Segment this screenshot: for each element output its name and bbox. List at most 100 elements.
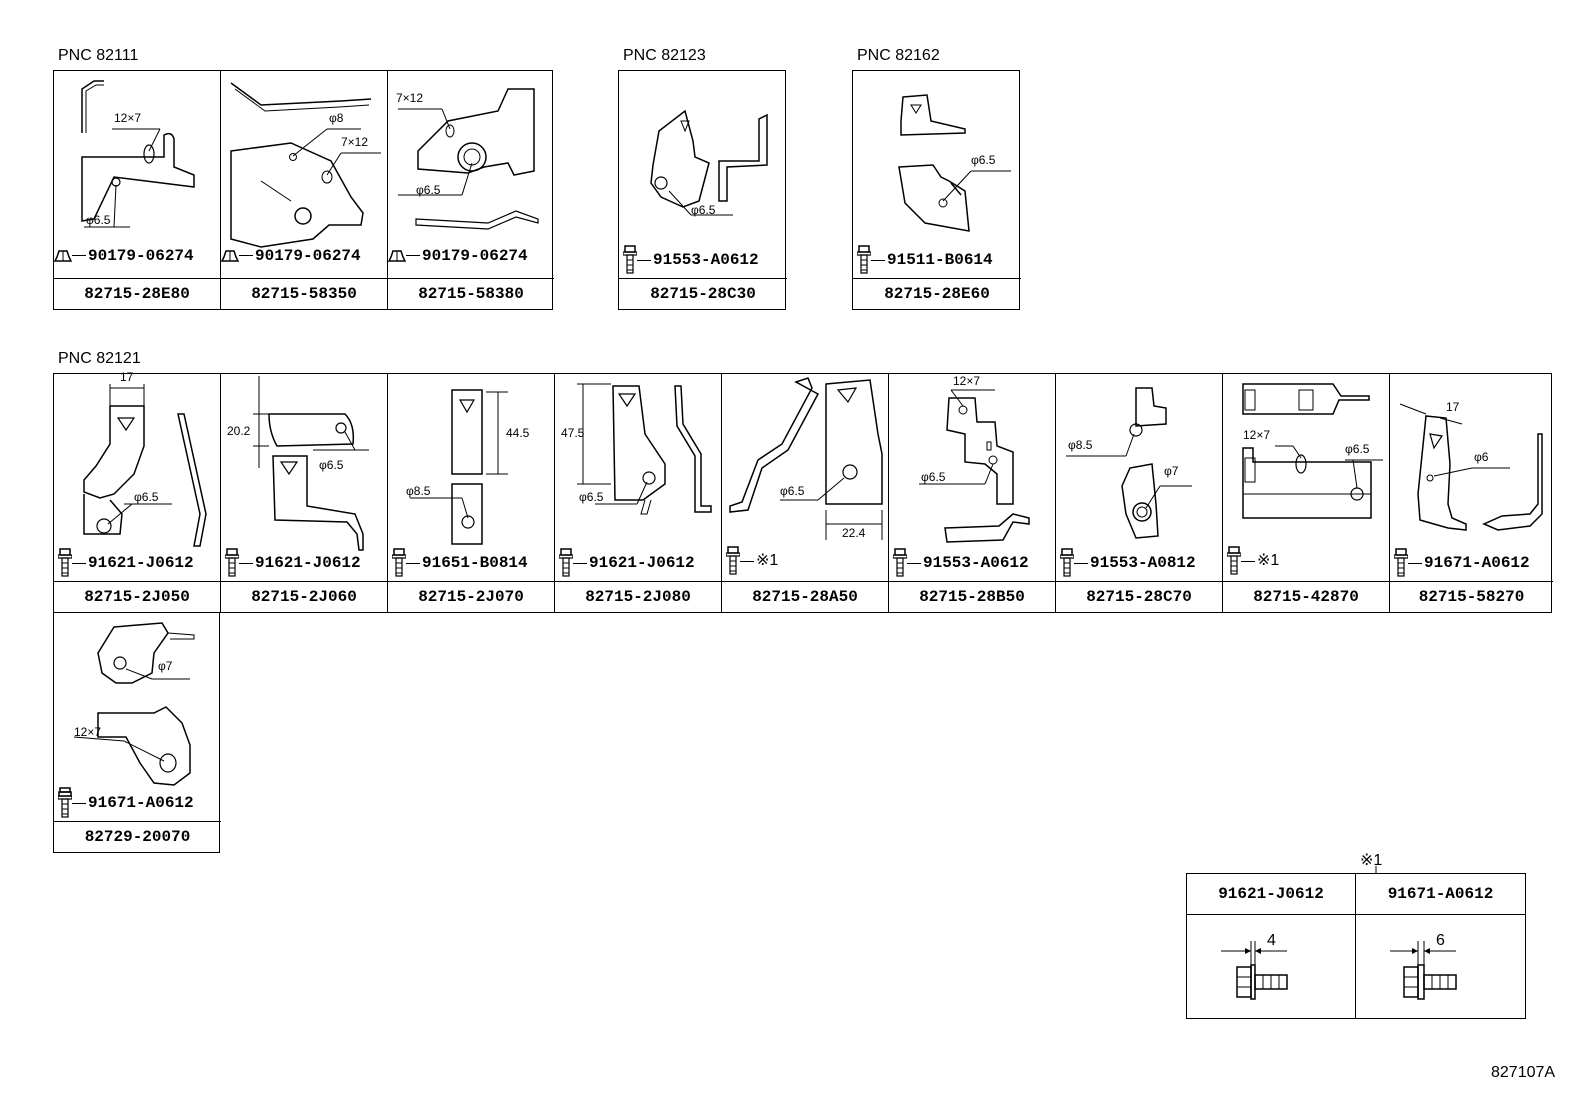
part-number[interactable]: 82715-28C30 (619, 278, 787, 309)
fastener-label[interactable]: 90179-06274 (221, 247, 387, 265)
leader-line (406, 255, 420, 257)
dim-label: φ6.5 (1345, 442, 1370, 456)
dim-label: φ8.5 (406, 484, 431, 498)
group-82123: φ6.5 91553-A0612 82715-28C30 (618, 70, 787, 310)
part-number[interactable]: 82715-28B50 (889, 581, 1055, 612)
part-number[interactable]: 82715-28A50 (722, 581, 888, 612)
part-number[interactable]: 82715-2J070 (388, 581, 554, 612)
bracket-drawing (650, 109, 768, 216)
legend-dim-text: 6 (1436, 932, 1445, 949)
fastener-number: ※1 (1257, 552, 1280, 570)
dim-label: φ6.5 (971, 153, 996, 167)
bracket-drawing (1399, 403, 1543, 531)
part-cell[interactable]: 20.2 φ6.5 91621-J0612 82715-2J060 (221, 374, 388, 612)
flange-bolt-icon (58, 548, 72, 577)
part-number[interactable]: 82715-2J080 (555, 581, 721, 612)
part-cell[interactable]: φ8.5 φ7 91553-A0812 82715-28C70 (1056, 374, 1223, 612)
fastener-label[interactable]: ※1 (726, 546, 888, 576)
leader-line (573, 562, 587, 564)
leader-line (637, 259, 651, 261)
group-82121-row2: φ7 12×7 91671-A0612 82729-20070 (53, 613, 221, 853)
fastener-number: 91621-J0612 (88, 554, 194, 573)
fastener-label[interactable]: 91621-J0612 (225, 548, 387, 578)
part-cell[interactable]: φ8 7×12 90179-06274 82715-58350 (221, 71, 388, 309)
part-cell[interactable]: 7×12 φ6.5 90179-06274 82715-58380 (388, 71, 554, 309)
part-number[interactable]: 82715-58350 (221, 278, 387, 309)
hex-flange-bolt-icon: 4 (1221, 932, 1288, 1000)
part-number[interactable]: 82715-2J060 (221, 581, 387, 612)
leader-line (871, 259, 885, 261)
fastener-label[interactable]: 91553-A0612 (623, 245, 787, 275)
fastener-label[interactable]: 91511-B0614 (857, 245, 1021, 275)
flange-bolt-icon (623, 245, 637, 274)
legend-part-number: 91671-A0612 (1356, 874, 1525, 915)
flange-bolt-icon (225, 548, 239, 577)
flange-bolt-icon (893, 548, 907, 577)
fastener-number: 90179-06274 (88, 247, 194, 265)
part-number[interactable]: 82715-2J050 (54, 581, 220, 612)
fastener-label[interactable]: 91671-A0612 (1394, 548, 1553, 578)
part-cell[interactable]: 17 φ6.5 91621-J0612 82715-2J050 (54, 370, 221, 612)
dim-label: φ6.5 (134, 490, 159, 504)
fastener-label[interactable]: 91671-A0612 (58, 787, 221, 819)
fastener-number: 91553-A0612 (653, 251, 759, 270)
fastener-number: 91553-A0812 (1090, 554, 1196, 573)
bracket-drawing (253, 376, 369, 551)
part-cell[interactable]: 12×7 φ6.5 ※1 82715-42870 (1223, 374, 1390, 612)
dim-label: 7×12 (396, 91, 424, 105)
dim-label: φ8 (329, 111, 344, 125)
part-number[interactable]: 82715-58380 (388, 278, 554, 309)
fastener-number: ※1 (756, 552, 779, 570)
flange-nut-icon (54, 250, 72, 262)
bracket-drawing (1066, 387, 1192, 539)
part-number[interactable]: 82729-20070 (54, 821, 221, 852)
part-number[interactable]: 82715-28E60 (853, 278, 1021, 309)
group-82111: 12×7 φ6.5 90179-06274 82715-28E80 φ8 7×1… (53, 70, 554, 310)
leader-line (406, 562, 420, 564)
leader-line (239, 255, 253, 257)
part-cell[interactable]: 12×7 φ6.5 91553-A0612 82715-28B50 (889, 374, 1056, 612)
fastener-label[interactable]: 91553-A0612 (893, 548, 1055, 578)
part-cell[interactable]: 47.5 φ6.5 91621-J0612 82715-2J080 (555, 374, 722, 612)
part-cell[interactable]: φ7 12×7 91671-A0612 82729-20070 (54, 613, 221, 852)
dim-label: 17 (1446, 400, 1460, 414)
part-cell[interactable]: 12×7 φ6.5 90179-06274 82715-28E80 (54, 71, 221, 309)
fastener-label[interactable]: 90179-06274 (388, 247, 554, 265)
legend-column[interactable]: 91671-A0612 6 (1356, 874, 1525, 1018)
bracket-drawing (1242, 383, 1383, 519)
dim-label: φ6.5 (921, 470, 946, 484)
legend-part-number: 91621-J0612 (1187, 874, 1355, 915)
fastener-label[interactable]: 91621-J0612 (559, 548, 721, 578)
pnc-label-82162: PNC 82162 (857, 47, 940, 64)
fastener-label[interactable]: 91553-A0812 (1060, 548, 1222, 578)
hex-bolt-washer-icon (58, 787, 72, 818)
fastener-number: 91671-A0612 (1424, 554, 1530, 573)
bracket-drawing (577, 383, 712, 515)
legend-column[interactable]: 91621-J0612 4 (1187, 874, 1356, 1018)
part-number[interactable]: 82715-28C70 (1056, 581, 1222, 612)
fastener-label[interactable]: 91651-B0814 (392, 548, 554, 578)
part-cell[interactable]: φ6.5 91553-A0612 82715-28C30 (619, 71, 787, 309)
bracket-drawing (919, 389, 1030, 543)
part-number[interactable]: 82715-28E80 (54, 278, 220, 309)
bracket-drawing (230, 82, 381, 248)
legend-mark: ※1 (1360, 852, 1383, 869)
part-number[interactable]: 82715-58270 (1390, 581, 1553, 612)
fastener-label[interactable]: ※1 (1227, 546, 1389, 576)
fastener-label[interactable]: 91621-J0612 (58, 548, 220, 578)
part-cell[interactable]: φ6.5 91511-B0614 82715-28E60 (853, 71, 1021, 309)
flange-bolt-icon (857, 245, 871, 274)
flange-bolt-icon (392, 548, 406, 577)
part-cell[interactable]: 17 φ6 91671-A0612 82715-58270 (1390, 374, 1553, 612)
part-cell[interactable]: φ6.5 22.4 ※1 82715-28A50 (722, 374, 889, 612)
dim-label: 17 (120, 370, 134, 384)
dim-label: 22.4 (842, 526, 866, 540)
dim-label: φ8.5 (1068, 438, 1093, 452)
dim-label: 7×12 (341, 135, 369, 149)
fastener-label[interactable]: 90179-06274 (54, 247, 220, 265)
fastener-number: 90179-06274 (422, 247, 528, 265)
pnc-label-82123: PNC 82123 (623, 47, 706, 64)
part-cell[interactable]: 44.5 φ8.5 91651-B0814 82715-2J070 (388, 374, 555, 612)
part-number[interactable]: 82715-42870 (1223, 581, 1389, 612)
legend-dim-text: 4 (1267, 932, 1276, 949)
